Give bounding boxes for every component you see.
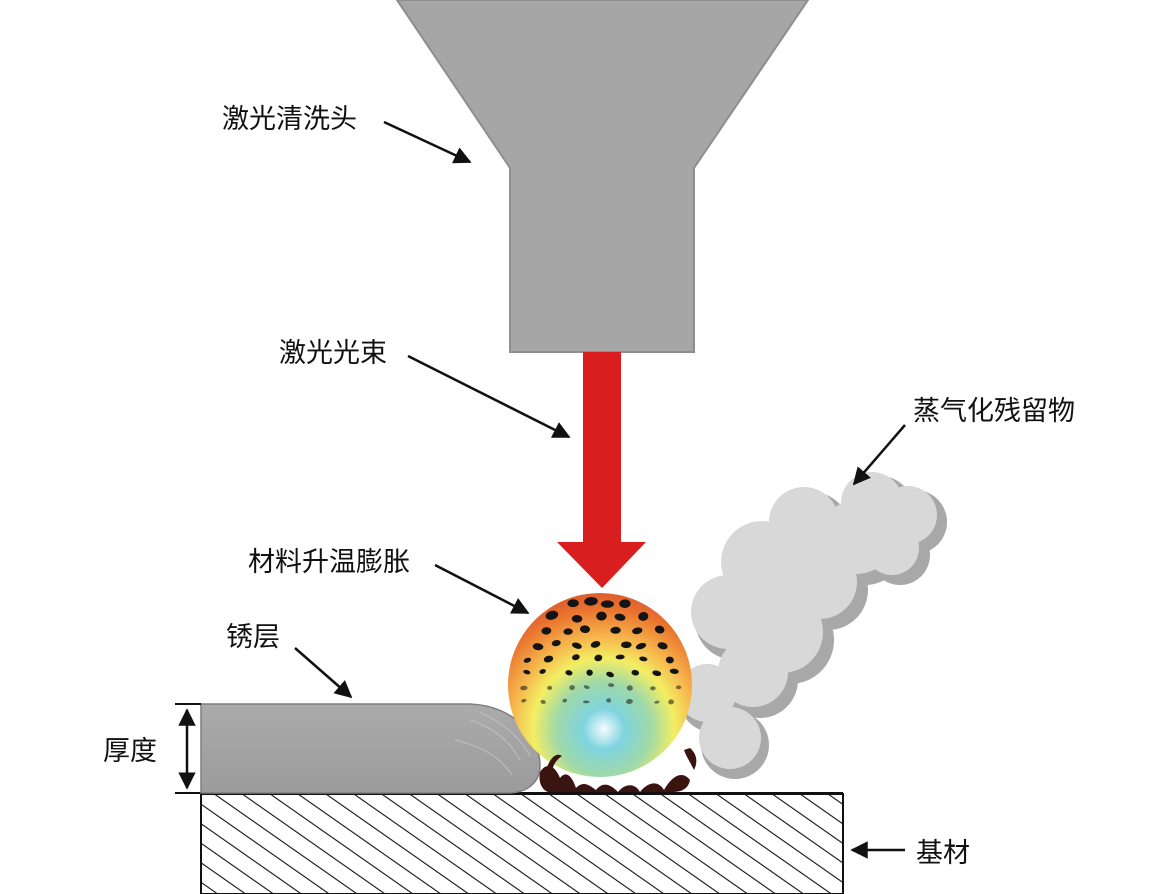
ball-dot [615, 654, 625, 660]
ball-dot [523, 657, 532, 663]
ball-dot [520, 685, 528, 691]
ball-dot [590, 641, 601, 648]
vapor-residue-cloud [678, 472, 947, 779]
ball-dot [632, 627, 643, 635]
ball-dot [596, 611, 607, 621]
ball-dot [543, 655, 554, 663]
ball-dot [654, 700, 660, 704]
ball-dot [583, 685, 590, 689]
laser-beam [557, 352, 646, 588]
ball-dot [579, 625, 591, 634]
label-vapor-residue: 蒸气化残留物 [913, 396, 1075, 427]
ball-dot [652, 670, 662, 677]
ball-dot [631, 669, 640, 676]
ball-dot [669, 668, 679, 674]
callout-arrow-icon [383, 120, 472, 164]
ball-dot [523, 669, 531, 675]
ball-dot [545, 610, 559, 620]
ball-dot [539, 668, 546, 674]
ball-dot [551, 639, 561, 647]
label-substrate: 基材 [916, 838, 970, 869]
ball-dot [532, 643, 544, 651]
callout-arrow-icon [852, 424, 906, 486]
ball-dot [594, 654, 603, 662]
label-laser-beam: 激光光束 [279, 338, 387, 369]
ball-dot [565, 670, 573, 676]
rust-layer [200, 703, 541, 794]
ball-dot [582, 700, 590, 704]
ball-dot [600, 600, 614, 608]
callout-arrow-icon [294, 647, 353, 699]
ball-dot [668, 699, 674, 705]
ball-dot [626, 685, 633, 691]
ball-dot [665, 656, 674, 664]
ball-dot [620, 641, 632, 649]
ball-dot [638, 611, 649, 621]
ball-dot [540, 699, 546, 705]
callout-arrow-icon [407, 354, 571, 439]
ball-dot [571, 642, 582, 649]
ball-dot [610, 626, 621, 634]
ball-dot [635, 642, 647, 650]
rust-layer-texture [454, 711, 531, 776]
ball-debris [539, 765, 690, 792]
label-material-heating: 材料升温膨胀 [248, 547, 410, 578]
ball-dot [608, 683, 615, 688]
substrate [200, 793, 844, 894]
ball-dot [571, 614, 583, 623]
ball-dots [520, 596, 682, 705]
label-laser-head: 激光清洗头 [222, 104, 357, 135]
callout-arrow-icon [434, 563, 530, 615]
laser-cleaning-head [395, 0, 810, 353]
ball-dot [562, 698, 568, 703]
ball-dot [650, 686, 656, 691]
ball-dot [572, 654, 580, 661]
ball-dot [606, 671, 614, 678]
label-thickness: 厚度 [103, 736, 157, 767]
ball-dot [657, 642, 668, 650]
ball-dot [541, 627, 552, 635]
ball-dot [654, 625, 665, 634]
ball-dot [619, 599, 631, 609]
ball-dot [584, 596, 598, 606]
ball-dot [567, 599, 579, 608]
ball-dot [606, 698, 612, 703]
label-rust-layer: 锈层 [226, 622, 280, 653]
ball-dot [563, 628, 573, 635]
ball-dot [626, 698, 633, 705]
ball-dot [569, 685, 575, 691]
ball-dot [675, 685, 682, 690]
ball-dot [639, 656, 648, 662]
heated-material-ball [508, 593, 697, 792]
ball-dot [614, 613, 626, 621]
ball-dot [586, 669, 593, 676]
ball-dot [521, 698, 527, 703]
ball-dot [547, 685, 553, 691]
